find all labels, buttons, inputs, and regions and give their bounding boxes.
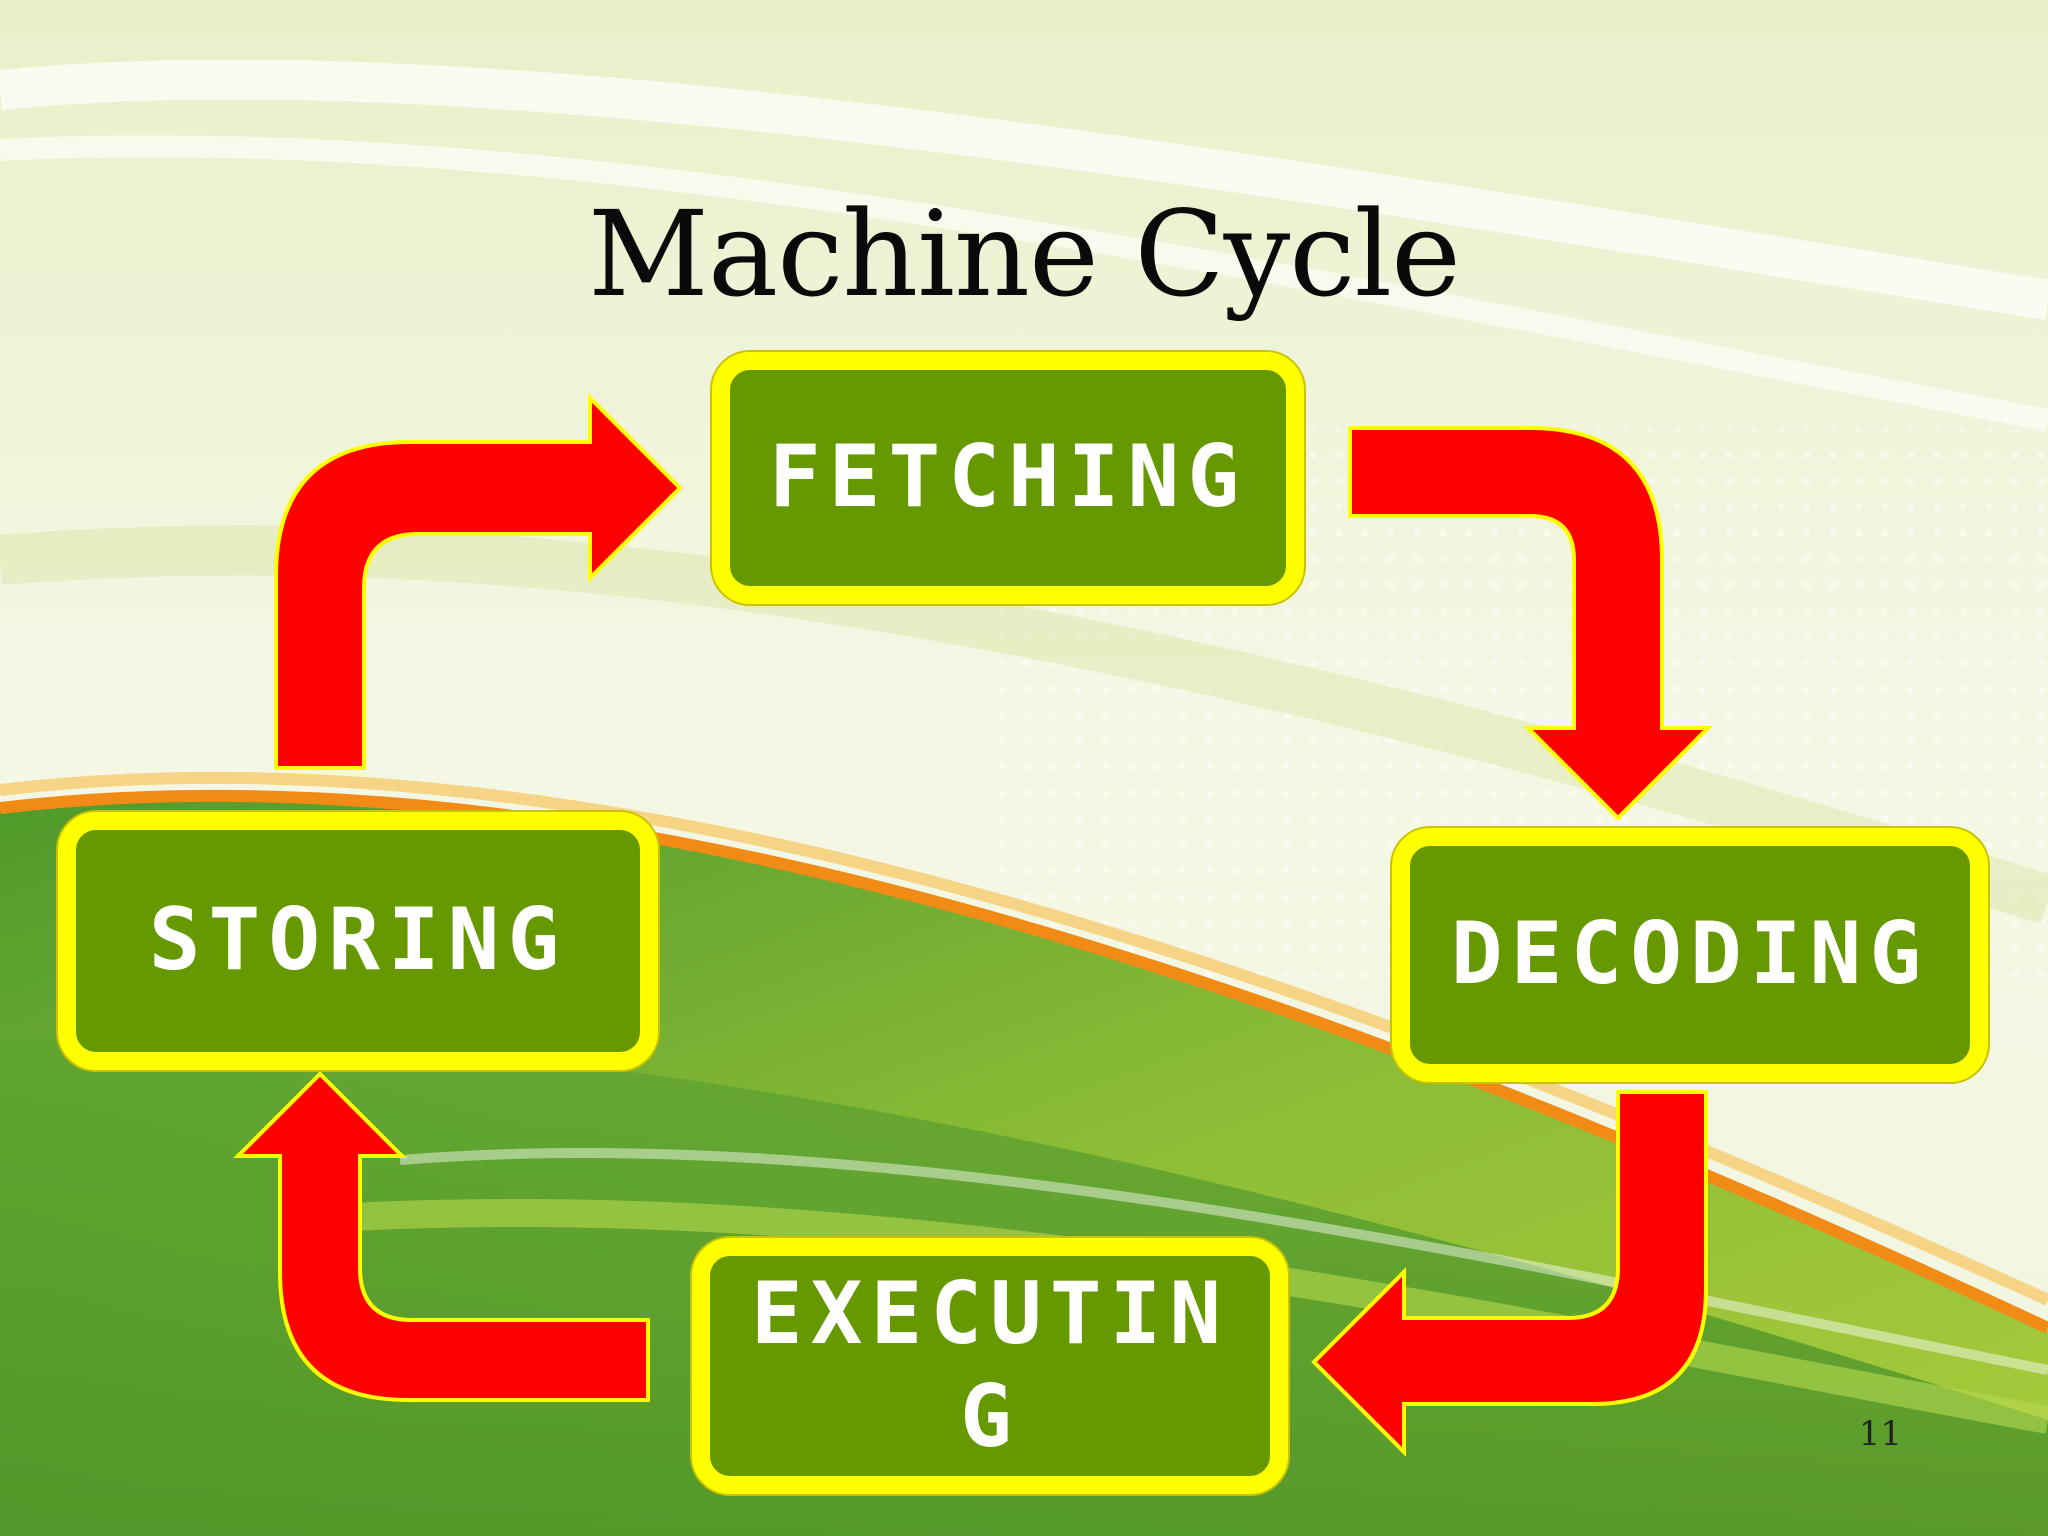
stage-decoding-label: DECODING bbox=[1450, 904, 1930, 1005]
stage-storing: STORING bbox=[58, 812, 658, 1070]
arrow-decoding-to-executing bbox=[1311, 1090, 1708, 1457]
page-number: 11 bbox=[1858, 1414, 1902, 1454]
slide-title: Machine Cycle bbox=[588, 185, 1461, 323]
stage-executing: EXECUTING bbox=[692, 1238, 1288, 1494]
arrow-executing-to-storing bbox=[233, 1071, 650, 1402]
stage-fetching: FETCHING bbox=[712, 352, 1304, 604]
stage-storing-label: STORING bbox=[148, 890, 568, 991]
arrow-storing-to-fetching bbox=[274, 393, 683, 770]
stage-fetching-label: FETCHING bbox=[768, 427, 1248, 528]
arrow-fetching-to-decoding bbox=[1348, 426, 1713, 821]
stage-executing-label: EXECUTING bbox=[750, 1263, 1230, 1467]
stage-decoding: DECODING bbox=[1392, 828, 1988, 1082]
